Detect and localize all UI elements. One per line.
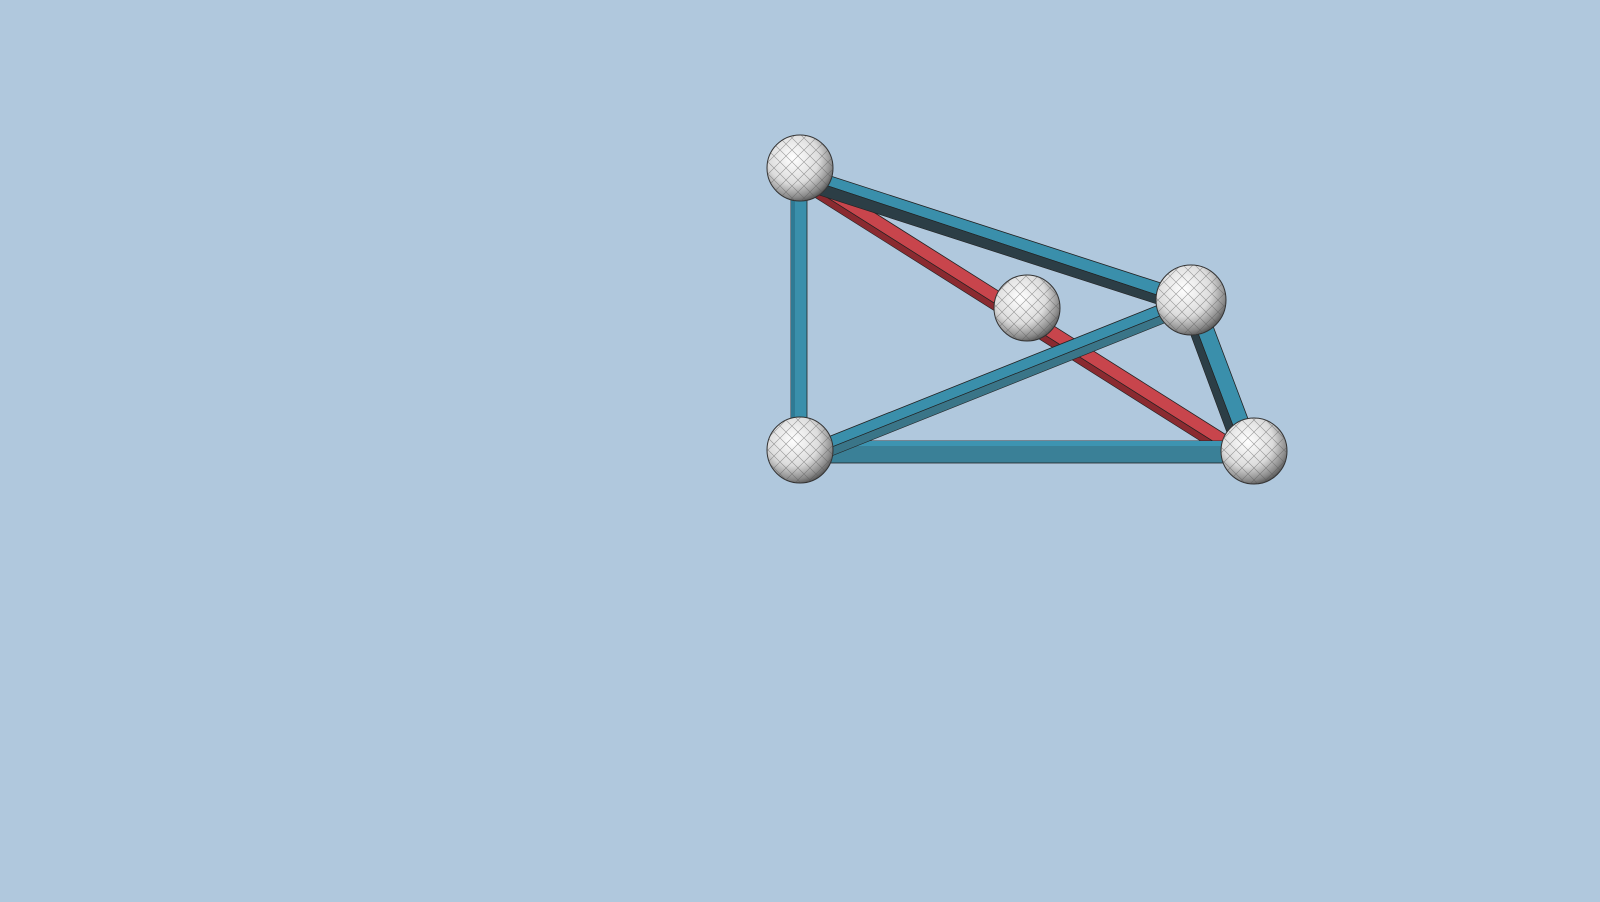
strut-top-left-to-bottom-left[interactable] xyxy=(790,189,808,431)
zome-ball-right-upper[interactable] xyxy=(1155,264,1227,336)
zome-ball-center[interactable] xyxy=(993,274,1061,342)
zome-ball-bottom-left[interactable] xyxy=(766,416,834,484)
balls-layer xyxy=(766,134,1288,485)
zome-ball-bottom-right[interactable] xyxy=(1220,417,1288,485)
strut-top-left-to-right-upper[interactable] xyxy=(811,169,1165,305)
zome-ball-top-left[interactable] xyxy=(766,134,834,202)
strut-bottom-left-to-bottom-right[interactable] xyxy=(817,440,1229,464)
